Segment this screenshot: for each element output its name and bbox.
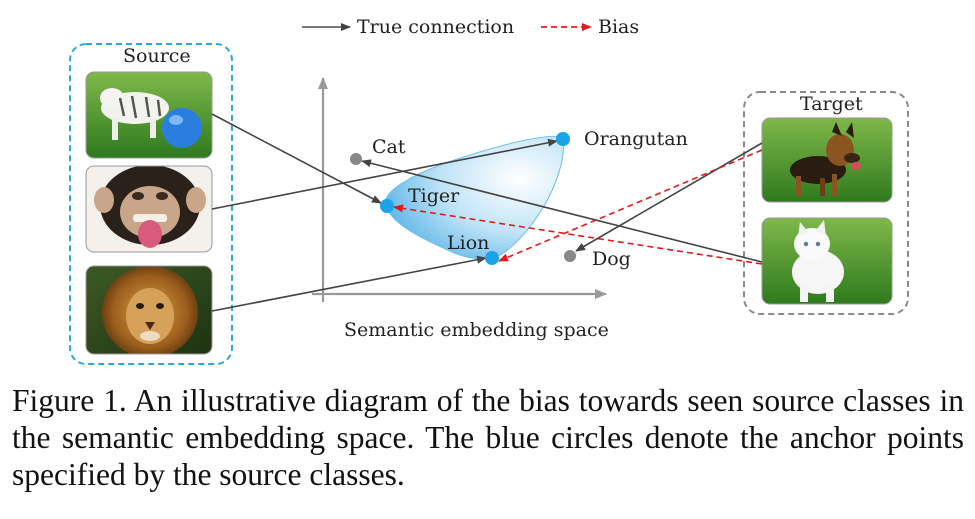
legend-bias-label: Bias xyxy=(598,16,639,38)
cat-bias-arrow xyxy=(393,204,763,265)
embedding-axes xyxy=(312,77,607,302)
anchor-lion xyxy=(485,251,499,265)
point-dog xyxy=(564,250,576,262)
source-image-tiger xyxy=(86,72,212,158)
target-box xyxy=(743,91,909,315)
chimp-true-arrow xyxy=(211,138,558,210)
legend: True connection Bias xyxy=(302,16,639,38)
label-lion: Lion xyxy=(447,232,489,254)
target-label: Target xyxy=(800,93,863,115)
target-image-dog xyxy=(762,118,892,202)
point-cat xyxy=(350,153,362,165)
embedding-points xyxy=(350,132,576,265)
bias-connections xyxy=(393,149,763,265)
label-orangutan: Orangutan xyxy=(584,128,688,150)
label-dog: Dog xyxy=(592,248,631,270)
anchor-tiger xyxy=(380,199,394,213)
label-tiger: Tiger xyxy=(408,185,460,207)
target-image-cat xyxy=(762,218,892,304)
anchor-orangutan xyxy=(556,132,570,146)
source-label: Source xyxy=(123,45,191,67)
source-image-chimpanzee xyxy=(86,166,212,252)
figure-caption: Figure 1. An illustrative diagram of the… xyxy=(12,383,964,492)
true-connections xyxy=(211,113,763,312)
label-cat: Cat xyxy=(372,136,406,158)
axis-label: Semantic embedding space xyxy=(344,319,609,341)
target-group: Target xyxy=(743,91,909,315)
source-image-lion xyxy=(86,266,212,354)
tiger-true-arrow xyxy=(211,113,382,204)
lion-true-arrow xyxy=(211,255,487,312)
source-box xyxy=(69,43,233,365)
point-labels: Cat Orangutan Tiger Lion Dog xyxy=(372,128,688,270)
source-group: Source xyxy=(69,43,233,365)
dog-bias-arrow xyxy=(498,149,763,262)
dog-true-arrow xyxy=(575,142,763,252)
cat-true-arrow xyxy=(361,159,763,263)
legend-true-label: True connection xyxy=(357,16,514,38)
diagram: True connection Bias Source xyxy=(69,16,909,365)
